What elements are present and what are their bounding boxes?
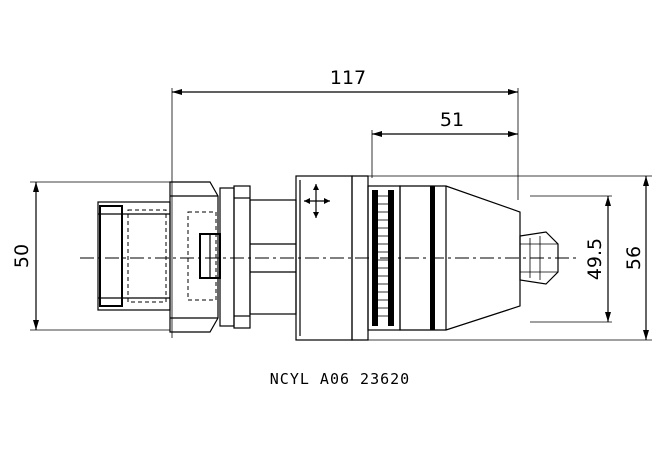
dimension-51-label: 51 [440, 109, 464, 131]
mounting-adapter [169, 181, 221, 333]
dimension-51: 51 [371, 109, 518, 178]
dimension-49-5: 49.5 [530, 195, 612, 323]
dimension-56-label: 56 [623, 246, 645, 270]
dimension-49-5-label: 49.5 [584, 238, 606, 280]
dimension-50-label: 50 [11, 244, 33, 268]
dimension-117: 117 [171, 67, 519, 338]
dimension-50: 50 [11, 181, 170, 331]
dimension-56: 56 [360, 175, 652, 341]
knurl-lines [378, 195, 388, 317]
direction-arrows-icon [304, 184, 330, 218]
bezel [295, 175, 369, 341]
lock-nut [219, 185, 297, 329]
dimension-117-label: 117 [330, 67, 366, 89]
contact-block [97, 201, 171, 311]
drawing-caption: NCYL A06 23620 [270, 370, 410, 388]
